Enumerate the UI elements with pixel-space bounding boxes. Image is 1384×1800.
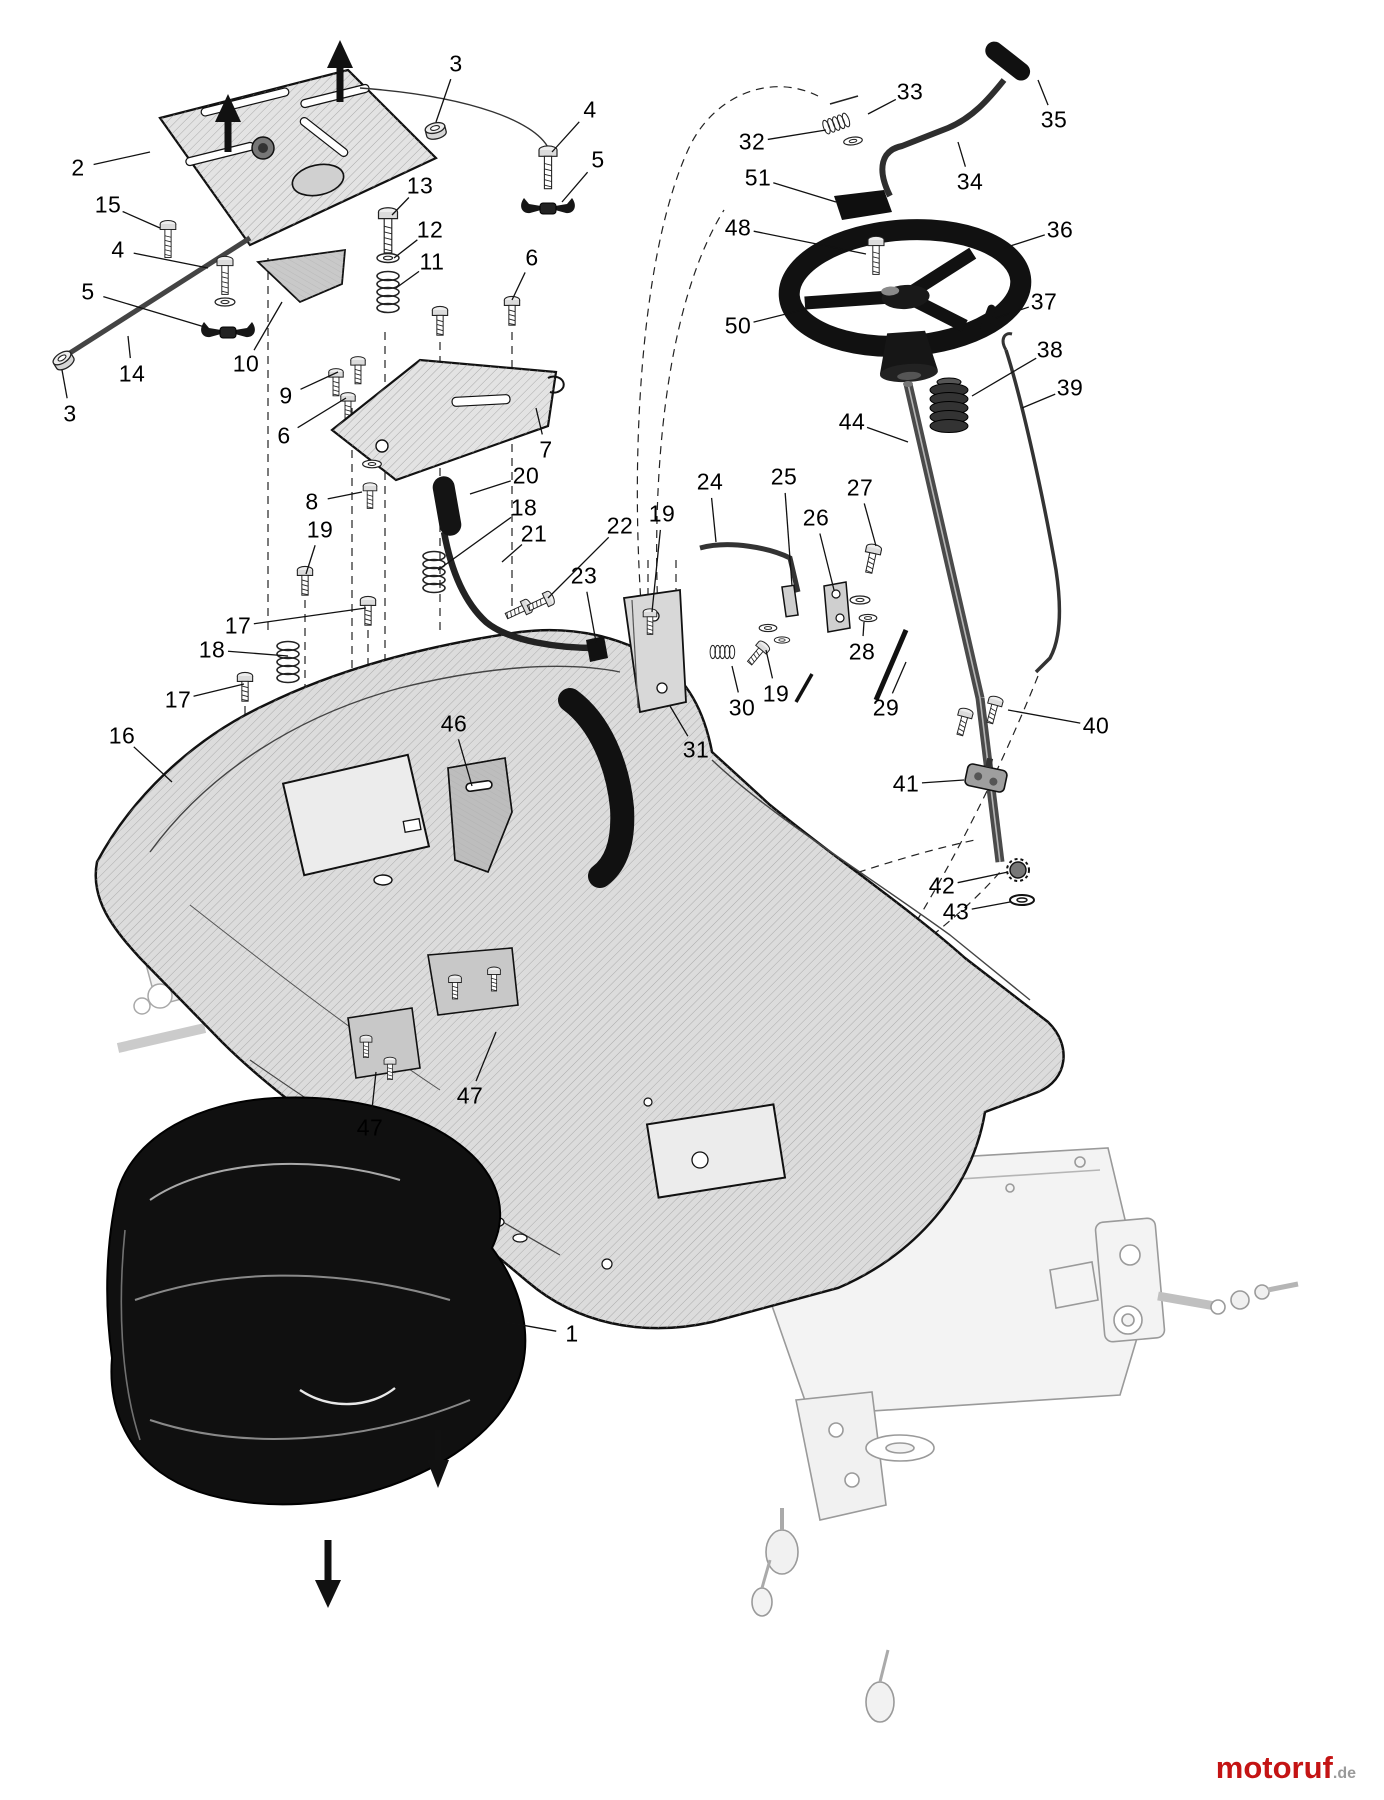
- linkage-cluster: [622, 542, 909, 714]
- roll-pin: [980, 304, 996, 332]
- fender-brackets: [347, 757, 519, 1081]
- bracket-plate: [330, 358, 565, 482]
- seat: [106, 1096, 527, 1506]
- seat-mount-plate: [158, 68, 438, 247]
- brand-name: motoruf: [1215, 1750, 1333, 1785]
- shaft-hardware: [952, 694, 1035, 906]
- triangle-bracket: [257, 249, 346, 303]
- brand-watermark: motoruf.de: [1216, 1750, 1356, 1786]
- drag-link-rod: [1004, 349, 1062, 674]
- assembly-arrows-down: [315, 1430, 449, 1608]
- steering-bellows: [929, 377, 969, 433]
- key-plate: [834, 190, 892, 220]
- drag-link-hook: [1001, 332, 1013, 351]
- wheel-bolt: [867, 235, 885, 275]
- steering-washer: [842, 135, 864, 147]
- assembly-arrows-up: [215, 40, 353, 152]
- steering-spring: [820, 111, 852, 136]
- brand-tld: .de: [1332, 1765, 1356, 1782]
- steering-lever: [879, 41, 1031, 198]
- fender-body: [94, 628, 1065, 1330]
- cable-curve: [359, 87, 551, 153]
- spring-hook: [829, 95, 859, 105]
